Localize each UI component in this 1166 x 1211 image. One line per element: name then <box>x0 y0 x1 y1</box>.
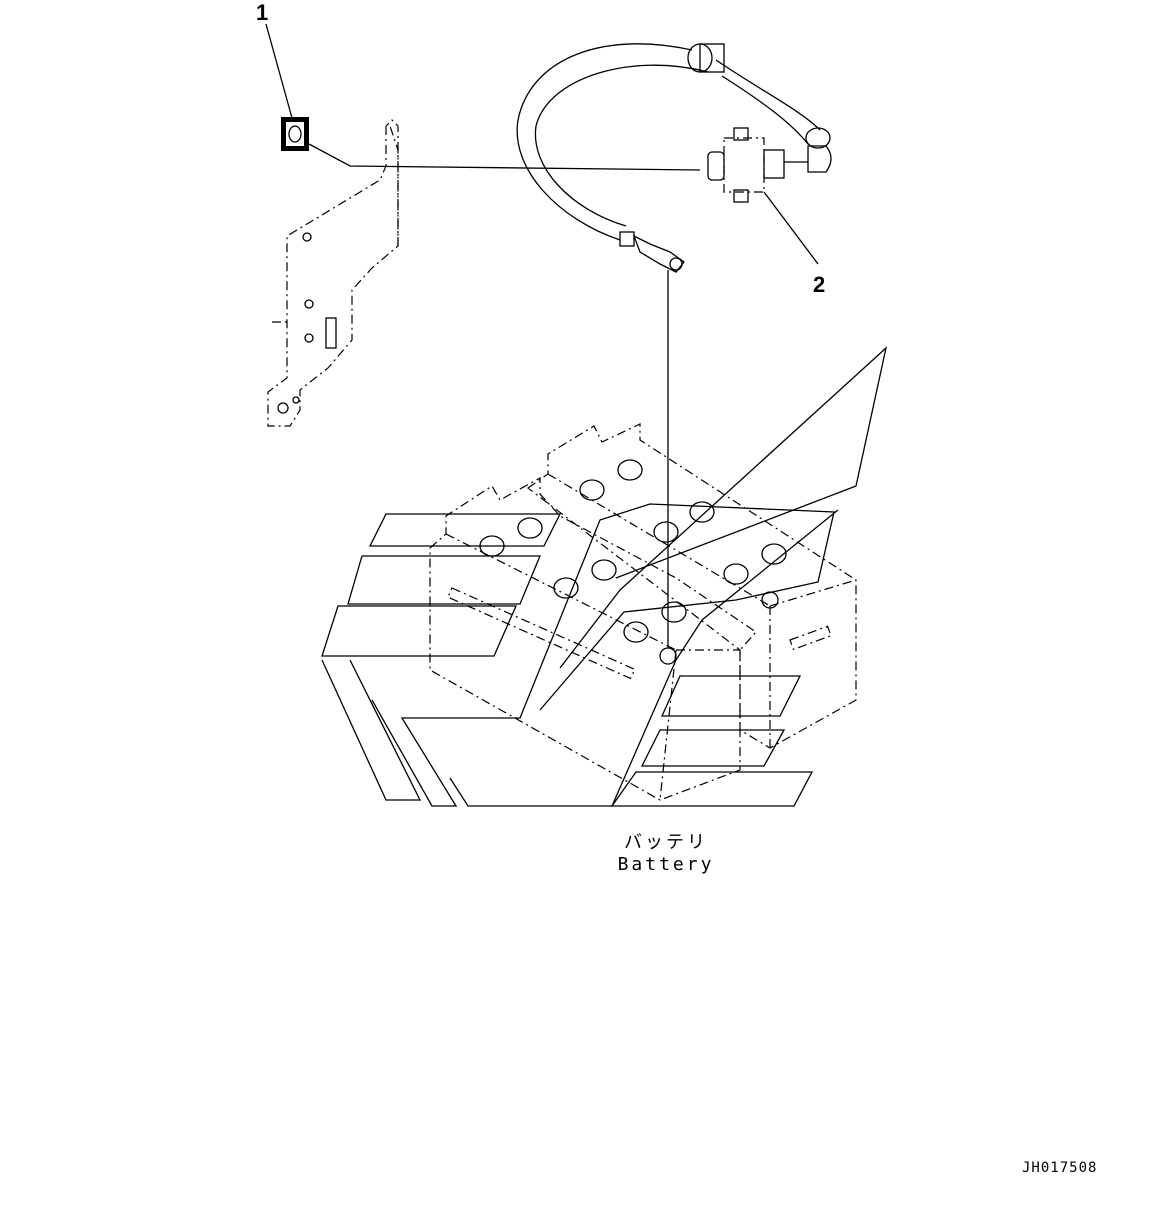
callout-2-leader <box>763 191 819 265</box>
battery-label-english: Battery <box>617 854 715 875</box>
battery-cable <box>516 43 831 273</box>
caution-label-part <box>281 117 309 151</box>
disconnect-switch <box>707 127 832 203</box>
callout-1-leader <box>265 23 293 119</box>
battery-right <box>526 423 857 749</box>
battery-label: バッテリ Battery <box>596 832 736 876</box>
battery-label-japanese: バッテリ <box>624 832 708 853</box>
callout-number-1: 1 <box>256 0 269 25</box>
battery-left <box>429 476 757 801</box>
label-reference-line <box>308 143 701 171</box>
background-graphic <box>321 346 888 807</box>
callout-number-2: 2 <box>813 272 826 297</box>
drawing-code: JH017508 <box>1022 1160 1098 1176</box>
mounting-bracket <box>267 119 399 427</box>
